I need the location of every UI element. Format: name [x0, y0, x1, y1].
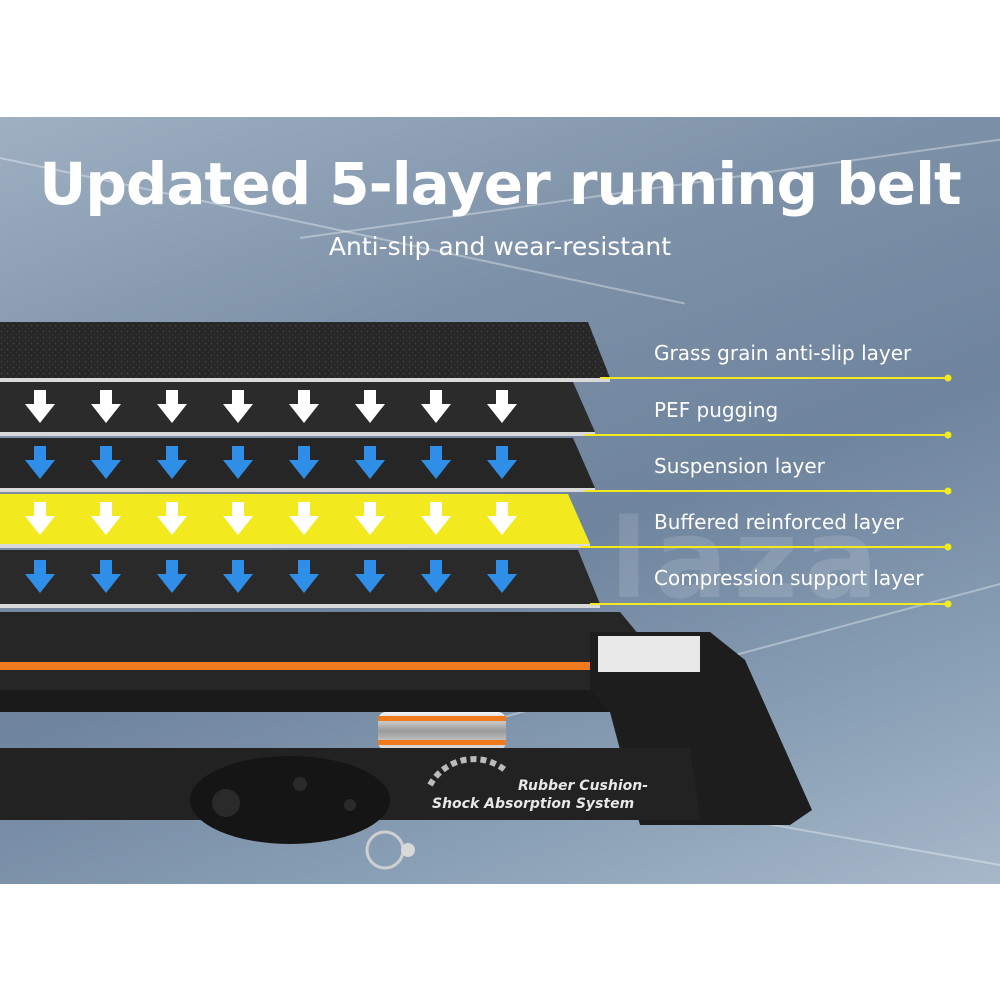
layer-label-5: Compression support layer [654, 566, 924, 590]
spring-ring [378, 740, 506, 745]
down-arrow-icon [421, 446, 451, 479]
belt-layer-1 [0, 322, 610, 378]
cushion-arc [427, 756, 507, 787]
down-arrow-icon [157, 390, 187, 423]
down-arrow-icon [289, 446, 319, 479]
down-arrow-icon [223, 502, 253, 535]
down-arrow-icon [289, 502, 319, 535]
callout-dot [944, 487, 952, 495]
cushion-label-line1: Rubber Cushion- [518, 778, 649, 794]
down-arrow-icon [355, 446, 385, 479]
down-arrow-icon [487, 560, 517, 593]
pull-pin [401, 843, 415, 857]
callout-dot [944, 600, 952, 608]
hinge-hole [293, 777, 307, 791]
layer-separator [0, 604, 600, 608]
hinge-bolt [212, 789, 240, 817]
down-arrow-icon [25, 560, 55, 593]
running-deck [0, 612, 640, 690]
down-arrow-icon [487, 390, 517, 423]
down-arrow-icon [91, 390, 121, 423]
down-arrow-icon [487, 502, 517, 535]
down-arrow-icon [355, 502, 385, 535]
down-arrow-icon [25, 390, 55, 423]
callout-dot [944, 374, 952, 382]
down-arrow-icon [355, 560, 385, 593]
layer-label-3: Suspension layer [654, 454, 825, 478]
down-arrow-icon [223, 560, 253, 593]
down-arrow-icon [91, 446, 121, 479]
down-arrow-icon [157, 560, 187, 593]
down-arrow-icon [421, 390, 451, 423]
down-arrow-icon [157, 502, 187, 535]
down-arrow-icon [157, 446, 187, 479]
down-arrow-icon [91, 502, 121, 535]
down-arrow-icon [223, 390, 253, 423]
hinge-hole [344, 799, 356, 811]
pull-ring [365, 830, 405, 870]
down-arrow-icon [421, 560, 451, 593]
down-arrow-icon [25, 502, 55, 535]
down-arrow-icon [223, 446, 253, 479]
down-arrow-icon [421, 502, 451, 535]
callout-dot [944, 431, 952, 439]
layer-label-4: Buffered reinforced layer [654, 510, 904, 534]
subheadline: Anti-slip and wear-resistant [328, 232, 672, 261]
brand-watermark-graphic: laza [610, 495, 885, 623]
layer-separator [0, 544, 590, 548]
layer-label-1: Grass grain anti-slip layer [654, 341, 912, 365]
label-plate [598, 636, 700, 672]
folding-hinge [190, 756, 390, 844]
down-arrow-icon [355, 390, 385, 423]
down-arrow-icon [289, 560, 319, 593]
down-arrow-icon [289, 390, 319, 423]
orange-trim-stripe [0, 662, 620, 670]
layer-stack [0, 322, 952, 608]
callout-dot [944, 543, 952, 551]
layer-label-2: PEF pugging [654, 398, 779, 422]
layer-separator [0, 378, 610, 382]
headline: Updated 5-layer running belt [39, 150, 961, 218]
down-arrow-icon [487, 446, 517, 479]
down-arrow-icon [91, 560, 121, 593]
spring-ring [378, 716, 506, 721]
cushion-label-line2: Shock Absorption System [432, 796, 635, 812]
down-arrow-icon [25, 446, 55, 479]
layer-separator [0, 488, 595, 492]
deck-side [0, 690, 640, 712]
layer-separator [0, 432, 595, 436]
